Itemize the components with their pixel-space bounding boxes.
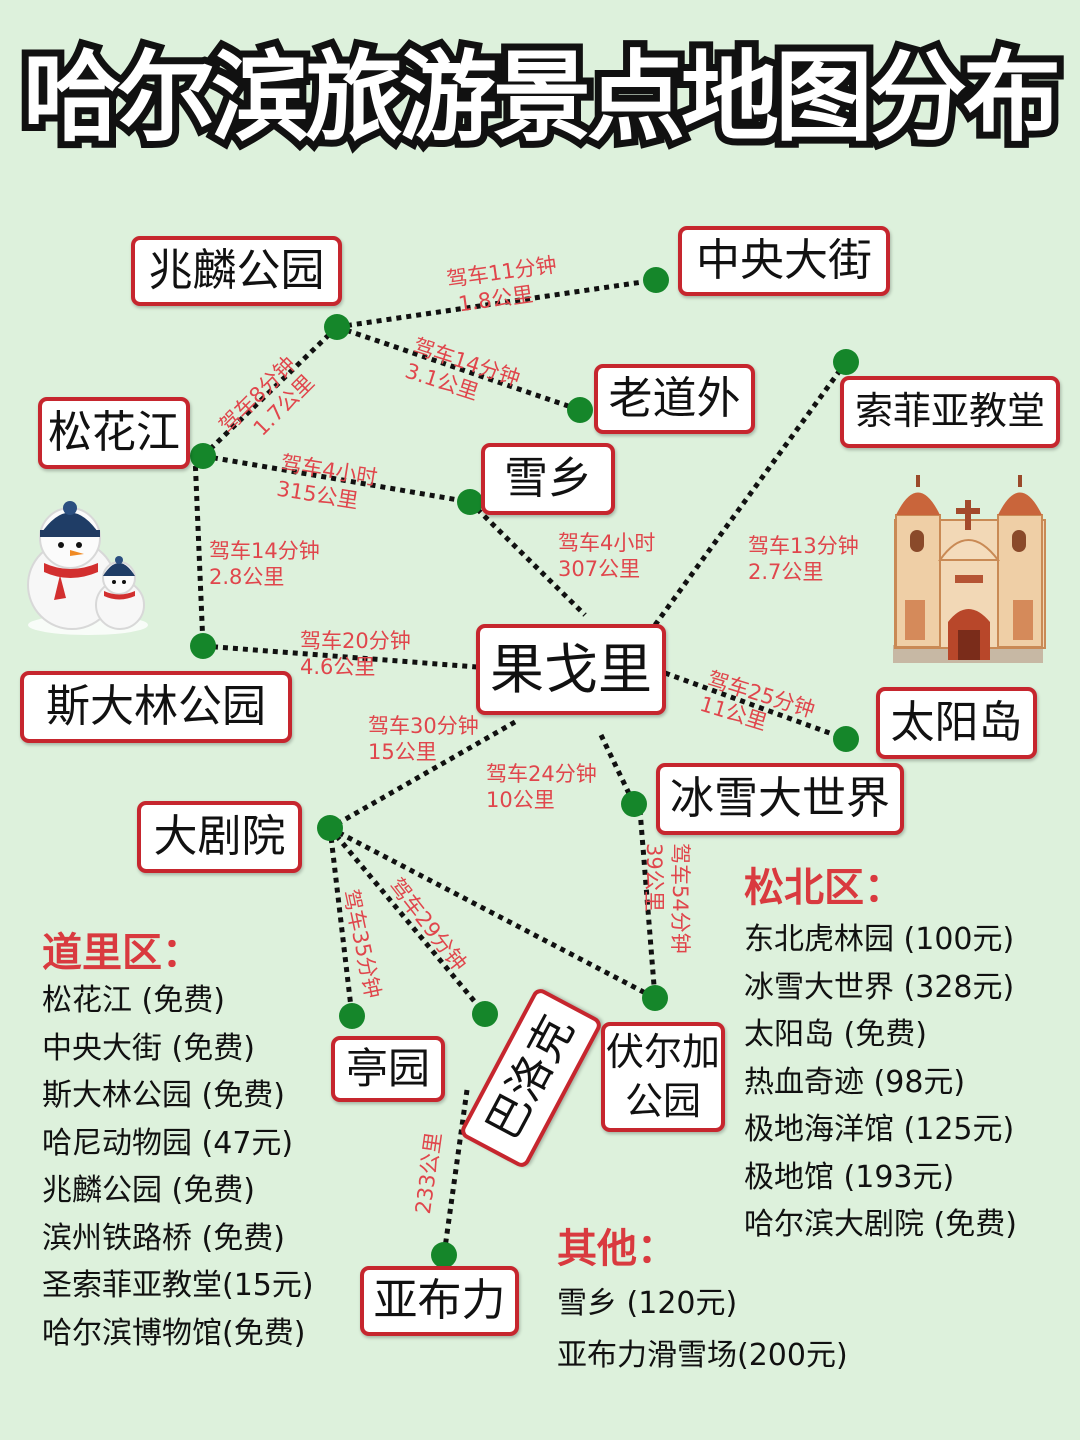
location-songhua-river[interactable]: 松花江	[38, 397, 190, 469]
route-label-sidalin-guogeli: 驾车20分钟 4.6公里	[300, 628, 411, 681]
route-time: 驾车30分钟	[368, 714, 479, 738]
district-item: 雪乡 (120元)	[557, 1286, 738, 1321]
location-yabuli[interactable]: 亚布力	[360, 1266, 519, 1336]
route-dajuyuan-tingyuan	[327, 827, 355, 1017]
district-item: 极地海洋馆 (125元)	[744, 1112, 1015, 1147]
route-bingxue-fuerjia	[637, 809, 658, 999]
node-sidalin	[190, 633, 216, 659]
node-laodaowai	[567, 397, 593, 423]
route-guogeli-taiyangdao	[664, 670, 847, 742]
district-item: 斯大林公园 (免费)	[42, 1078, 285, 1113]
district-item: 哈尼动物园 (47元)	[42, 1125, 294, 1161]
district-list-daoli: 松花江 (免费) 中央大街 (免费) 斯大林公园 (免费) 哈尼动物园 (47元) 兆麟…	[42, 977, 314, 1357]
route-time: 驾车54分钟	[668, 843, 692, 954]
volga-park-line2: 公园	[624, 1079, 701, 1123]
route-songhua-zhaolin	[201, 325, 339, 458]
district-item: 太阳岛 (免费)	[744, 1017, 927, 1052]
snowman-illustration	[27, 501, 148, 635]
route-distance: 10公里	[486, 788, 555, 813]
route-dajuyuan-baluoke	[328, 826, 487, 1016]
route-distance: 2.8公里	[209, 565, 285, 590]
location-gogol-street[interactable]: 果戈里	[476, 624, 666, 715]
district-list-songbei: 东北虎林园 (100元) 冰雪大世界 (328元) 太阳岛 (免费) 热血奇迹 (98…	[744, 916, 1017, 1249]
location-snow-town[interactable]: 雪乡	[481, 443, 615, 515]
node-songhuajiang	[190, 443, 216, 469]
route-label-guogeli-bingxue: 驾车24分钟 10公里	[486, 761, 597, 814]
node-zhongyang	[643, 267, 669, 293]
location-nodes	[190, 267, 859, 1268]
location-grand-theatre[interactable]: 大剧院	[137, 801, 302, 873]
node-taiyangdao	[833, 726, 859, 752]
district-item: 极地馆 (193元)	[744, 1159, 955, 1195]
route-time: 驾车20分钟	[300, 629, 411, 653]
node-fuerjia	[642, 985, 668, 1011]
node-bingxue	[621, 791, 647, 817]
district-item: 热血奇迹 (98元)	[744, 1064, 966, 1100]
page-title: 哈尔滨旅游景点地图分布	[16, 34, 1068, 162]
location-st-sophia-cathedral[interactable]: 索菲亚教堂	[840, 376, 1060, 448]
district-item: 东北虎林园 (100元)	[744, 922, 1015, 957]
route-label-xuexiang-guogeli: 驾车4小时 307公里	[558, 530, 655, 583]
district-item: 哈尔滨博物馆(免费)	[42, 1315, 306, 1351]
route-zhaolin-zhongyang	[336, 277, 657, 330]
route-time: 驾车24分钟	[486, 762, 597, 786]
location-central-street[interactable]: 中央大街	[678, 226, 890, 296]
route-time: 驾车4小时	[558, 531, 656, 555]
location-stalin-park[interactable]: 斯大林公园	[20, 671, 292, 743]
district-item: 亚布力滑雪场(200元)	[557, 1338, 848, 1373]
route-label-songhua-sidalin: 驾车14分钟 2.8公里	[209, 538, 320, 591]
node-tingyuan	[339, 1003, 365, 1029]
district-list-other: 雪乡 (120元) 亚布力滑雪场(200元)	[557, 1278, 848, 1382]
district-item: 哈尔滨大剧院 (免费)	[744, 1207, 1017, 1242]
route-label-guogeli-dajuyuan: 驾车30分钟 15公里	[368, 713, 479, 766]
route-zhaolin-laodaowai	[336, 324, 581, 413]
node-xuexiang	[457, 489, 483, 515]
route-label-suofeiya-guogeli: 驾车13分钟 2.7公里	[748, 533, 859, 586]
route-distance: 4.6公里	[300, 655, 376, 680]
district-item: 兆麟公园 (免费)	[42, 1173, 255, 1208]
location-ice-snow-world[interactable]: 冰雪大世界	[656, 763, 904, 835]
route-time: 驾车13分钟	[748, 534, 859, 558]
node-baluoke	[472, 1001, 498, 1027]
route-distance: 2.7公里	[748, 560, 824, 585]
church-illustration	[893, 475, 1046, 663]
district-title-daoli: 道里区：	[42, 930, 202, 976]
route-distance: 15公里	[368, 740, 437, 765]
route-baluoke-yabuli	[441, 1089, 470, 1256]
district-item: 中央大街 (免费)	[42, 1030, 255, 1066]
route-time: 驾车14分钟	[209, 539, 320, 563]
node-suofeiya	[833, 349, 859, 375]
volga-park-line1: 伏尔加	[605, 1029, 720, 1074]
route-xuexiang-guogeli	[468, 500, 587, 617]
route-distance: 307公里	[558, 557, 641, 582]
route-songhua-sidalin	[192, 455, 206, 647]
node-dajuyuan	[317, 815, 343, 841]
location-sun-island[interactable]: 太阳岛	[876, 687, 1037, 759]
district-item: 圣索菲亚教堂(15元)	[42, 1268, 314, 1303]
district-item: 松花江 (免费)	[42, 983, 225, 1018]
district-item: 滨州铁路桥 (免费)	[42, 1220, 285, 1256]
location-volga-park[interactable]: 伏尔加 公园	[601, 1022, 725, 1132]
district-title-other: 其他：	[557, 1226, 677, 1272]
district-item: 冰雪大世界 (328元)	[744, 969, 1015, 1005]
location-zhaolin-park[interactable]: 兆麟公园	[131, 236, 342, 306]
route-distance: 39公里	[641, 843, 666, 912]
node-zhaolin	[324, 314, 350, 340]
route-label-bingxue-fuerjia: 驾车54分钟 39公里	[641, 843, 694, 954]
route-dajuyuan-fuerjia	[328, 825, 657, 1001]
location-laodaowai[interactable]: 老道外	[594, 364, 755, 434]
node-yabuli	[431, 1242, 457, 1268]
location-pavilion-garden[interactable]: 亭园	[331, 1036, 445, 1102]
district-title-songbei: 松北区：	[744, 865, 904, 911]
route-suofeiya-guogeli	[652, 360, 849, 627]
